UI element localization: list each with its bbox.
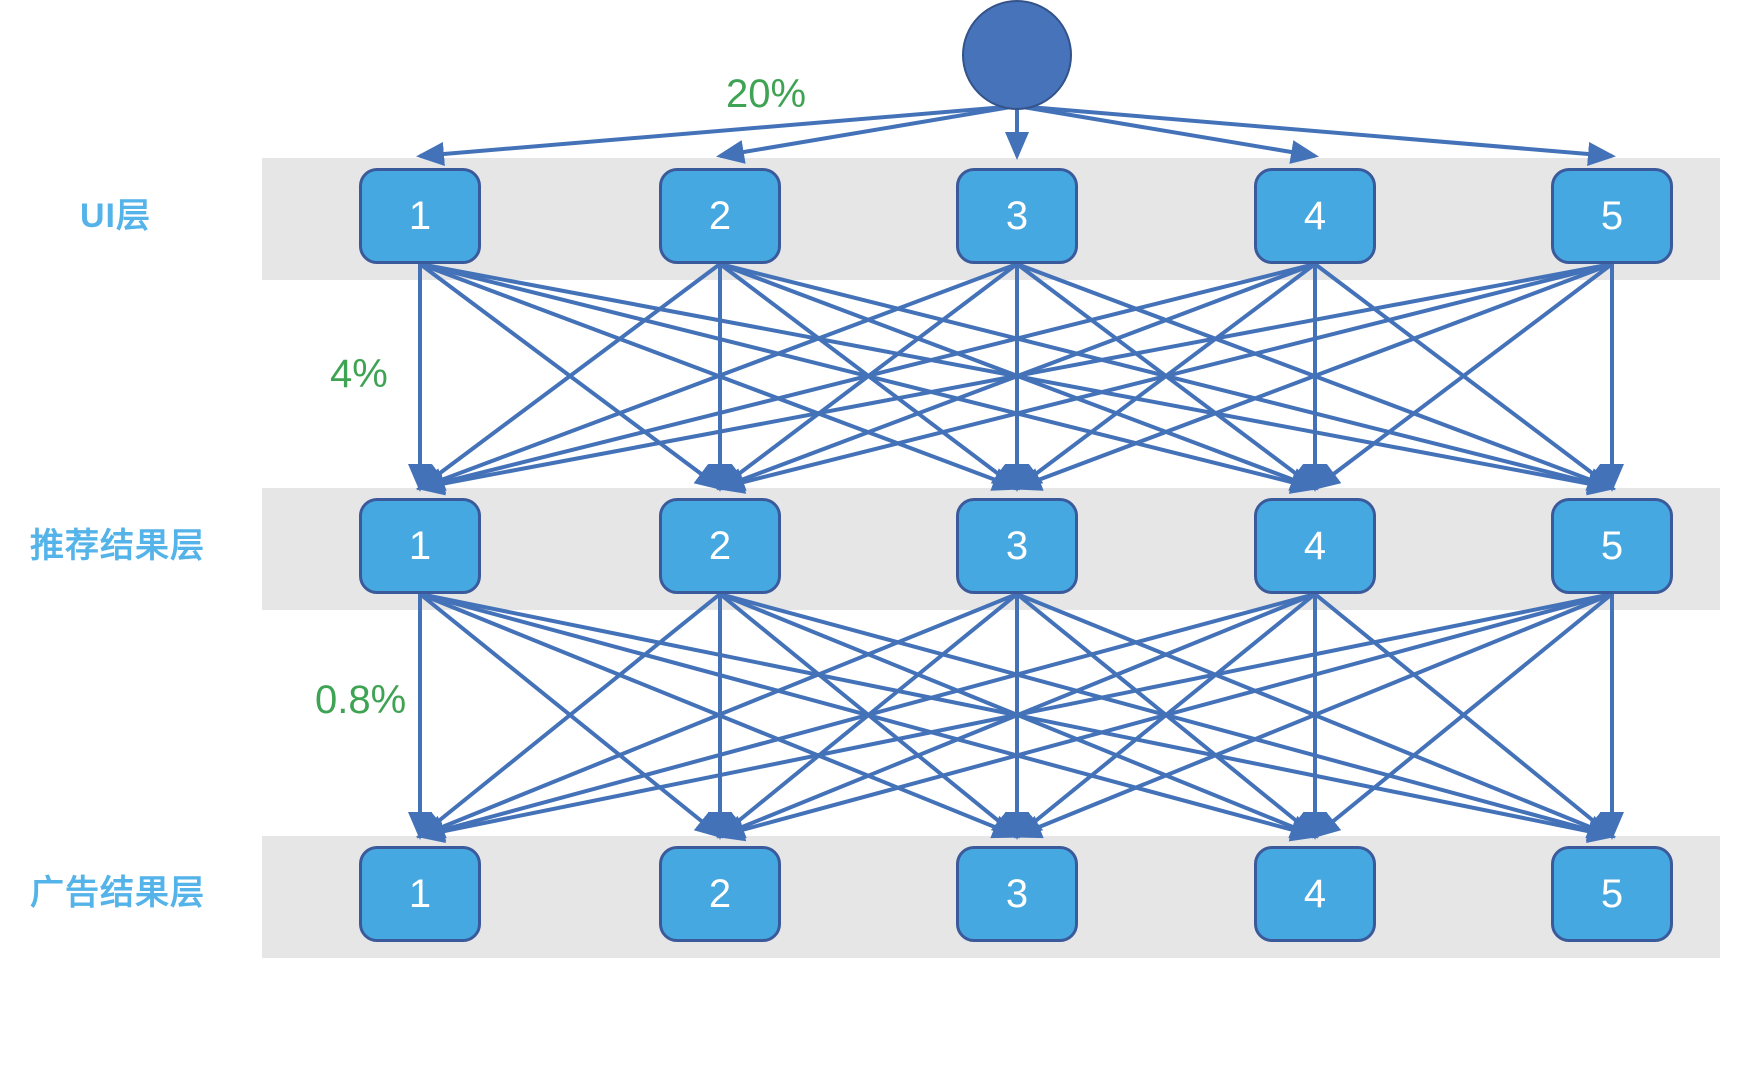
edge-ui-4-to-rec-5 bbox=[1313, 262, 1616, 491]
edge-root-to-ui-5 bbox=[1016, 104, 1616, 166]
edge-rec-3-to-ad-4 bbox=[1015, 592, 1319, 839]
node-label: 2 bbox=[708, 193, 732, 238]
edge-ui-2-to-rec-4 bbox=[719, 262, 1319, 491]
node-label: 2 bbox=[708, 871, 732, 916]
edge-rec-2-to-ad-5 bbox=[719, 592, 1616, 842]
edge-ui-1-to-rec-5 bbox=[419, 262, 1616, 496]
edge-rec-2-to-ad-1 bbox=[416, 592, 722, 839]
edge-rec-5-to-ad-4 bbox=[1311, 592, 1614, 839]
edge-ui-2-to-rec-1 bbox=[416, 262, 722, 491]
node-ui-4[interactable]: 4 bbox=[1254, 168, 1376, 264]
edge-rec-3-to-ad-5 bbox=[1016, 592, 1616, 839]
node-label: 1 bbox=[408, 193, 432, 238]
edge-rec-3-to-ad-2 bbox=[716, 592, 1019, 839]
root-node[interactable] bbox=[962, 0, 1072, 110]
edge-rec-5-to-ad-3 bbox=[1013, 592, 1613, 839]
edge-rec-5-to-ad-2 bbox=[716, 592, 1613, 842]
node-label: 3 bbox=[1005, 871, 1029, 916]
node-ad-1[interactable]: 1 bbox=[359, 846, 481, 942]
node-label: 4 bbox=[1303, 523, 1327, 568]
edge-ui-5-to-rec-3 bbox=[1013, 262, 1613, 491]
node-ad-4[interactable]: 4 bbox=[1254, 846, 1376, 942]
node-ad-3[interactable]: 3 bbox=[956, 846, 1078, 942]
node-recommend-5[interactable]: 5 bbox=[1551, 498, 1673, 594]
node-label: 1 bbox=[408, 523, 432, 568]
root-to-ui-edges bbox=[416, 104, 1616, 166]
edge-ui-1-to-rec-3 bbox=[419, 262, 1021, 491]
edge-rec-4-to-ad-1 bbox=[416, 592, 1316, 842]
edge-ui-5-to-rec-2 bbox=[716, 262, 1613, 494]
edge-rec-1-to-ad-4 bbox=[419, 592, 1319, 842]
edge-root-to-ui-4 bbox=[1016, 104, 1319, 164]
node-recommend-4[interactable]: 4 bbox=[1254, 498, 1376, 594]
node-ui-5[interactable]: 5 bbox=[1551, 168, 1673, 264]
edge-ui-5-to-rec-1 bbox=[416, 262, 1613, 496]
edge-root-to-ui-1 bbox=[416, 104, 1018, 166]
node-label: 4 bbox=[1303, 193, 1327, 238]
layer-label-ui: UI层 bbox=[80, 197, 151, 235]
node-ad-5[interactable]: 5 bbox=[1551, 846, 1673, 942]
edge-ui-1-to-rec-4 bbox=[419, 262, 1319, 494]
edge-rec-2-to-ad-4 bbox=[719, 592, 1319, 839]
edge-ui-3-to-rec-5 bbox=[1016, 262, 1616, 491]
recommend-to-ad-edges bbox=[408, 592, 1624, 843]
node-label: 2 bbox=[708, 523, 732, 568]
edge-ui-1-to-rec-2 bbox=[418, 262, 724, 491]
percent-label-ui-to-recommend: 4% bbox=[330, 352, 388, 396]
node-label: 5 bbox=[1600, 193, 1624, 238]
edge-ui-5-to-rec-4 bbox=[1311, 262, 1614, 491]
edge-rec-1-to-ad-5 bbox=[419, 592, 1616, 843]
node-recommend-3[interactable]: 3 bbox=[956, 498, 1078, 594]
edge-ui-3-to-rec-4 bbox=[1015, 262, 1319, 491]
edge-rec-1-to-ad-3 bbox=[419, 592, 1021, 839]
edge-ui-4-to-rec-2 bbox=[716, 262, 1316, 491]
percent-label-root-to-ui: 20% bbox=[726, 72, 807, 116]
node-label: 3 bbox=[1005, 193, 1029, 238]
edge-rec-5-to-ad-1 bbox=[416, 592, 1613, 843]
edge-rec-2-to-ad-3 bbox=[718, 592, 1021, 839]
node-label: 4 bbox=[1303, 871, 1327, 916]
node-ui-1[interactable]: 1 bbox=[359, 168, 481, 264]
node-label: 3 bbox=[1005, 523, 1029, 568]
edge-rec-1-to-ad-2 bbox=[418, 592, 724, 839]
layer-label-recommend: 推荐结果层 bbox=[30, 527, 205, 565]
node-recommend-2[interactable]: 2 bbox=[659, 498, 781, 594]
edge-ui-2-to-rec-5 bbox=[719, 262, 1616, 494]
node-recommend-1[interactable]: 1 bbox=[359, 498, 481, 594]
edge-ui-4-to-rec-1 bbox=[416, 262, 1316, 494]
edge-rec-3-to-ad-1 bbox=[416, 592, 1018, 839]
edge-ui-4-to-rec-3 bbox=[1013, 262, 1317, 491]
edge-rec-4-to-ad-2 bbox=[716, 592, 1316, 839]
ui-to-recommend-edges bbox=[408, 262, 1624, 496]
edge-rec-4-to-ad-3 bbox=[1013, 592, 1317, 839]
percent-label-recommend-to-ad: 0.8% bbox=[315, 678, 407, 722]
node-ad-2[interactable]: 2 bbox=[659, 846, 781, 942]
node-ui-3[interactable]: 3 bbox=[956, 168, 1078, 264]
edge-ui-3-to-rec-1 bbox=[416, 262, 1018, 491]
edge-ui-2-to-rec-3 bbox=[718, 262, 1021, 491]
edge-rec-4-to-ad-5 bbox=[1313, 592, 1616, 839]
node-label: 5 bbox=[1600, 523, 1624, 568]
node-ui-2[interactable]: 2 bbox=[659, 168, 781, 264]
edge-ui-3-to-rec-2 bbox=[716, 262, 1019, 491]
layer-label-ad: 广告结果层 bbox=[30, 874, 205, 912]
node-label: 5 bbox=[1600, 871, 1624, 916]
node-label: 1 bbox=[408, 871, 432, 916]
